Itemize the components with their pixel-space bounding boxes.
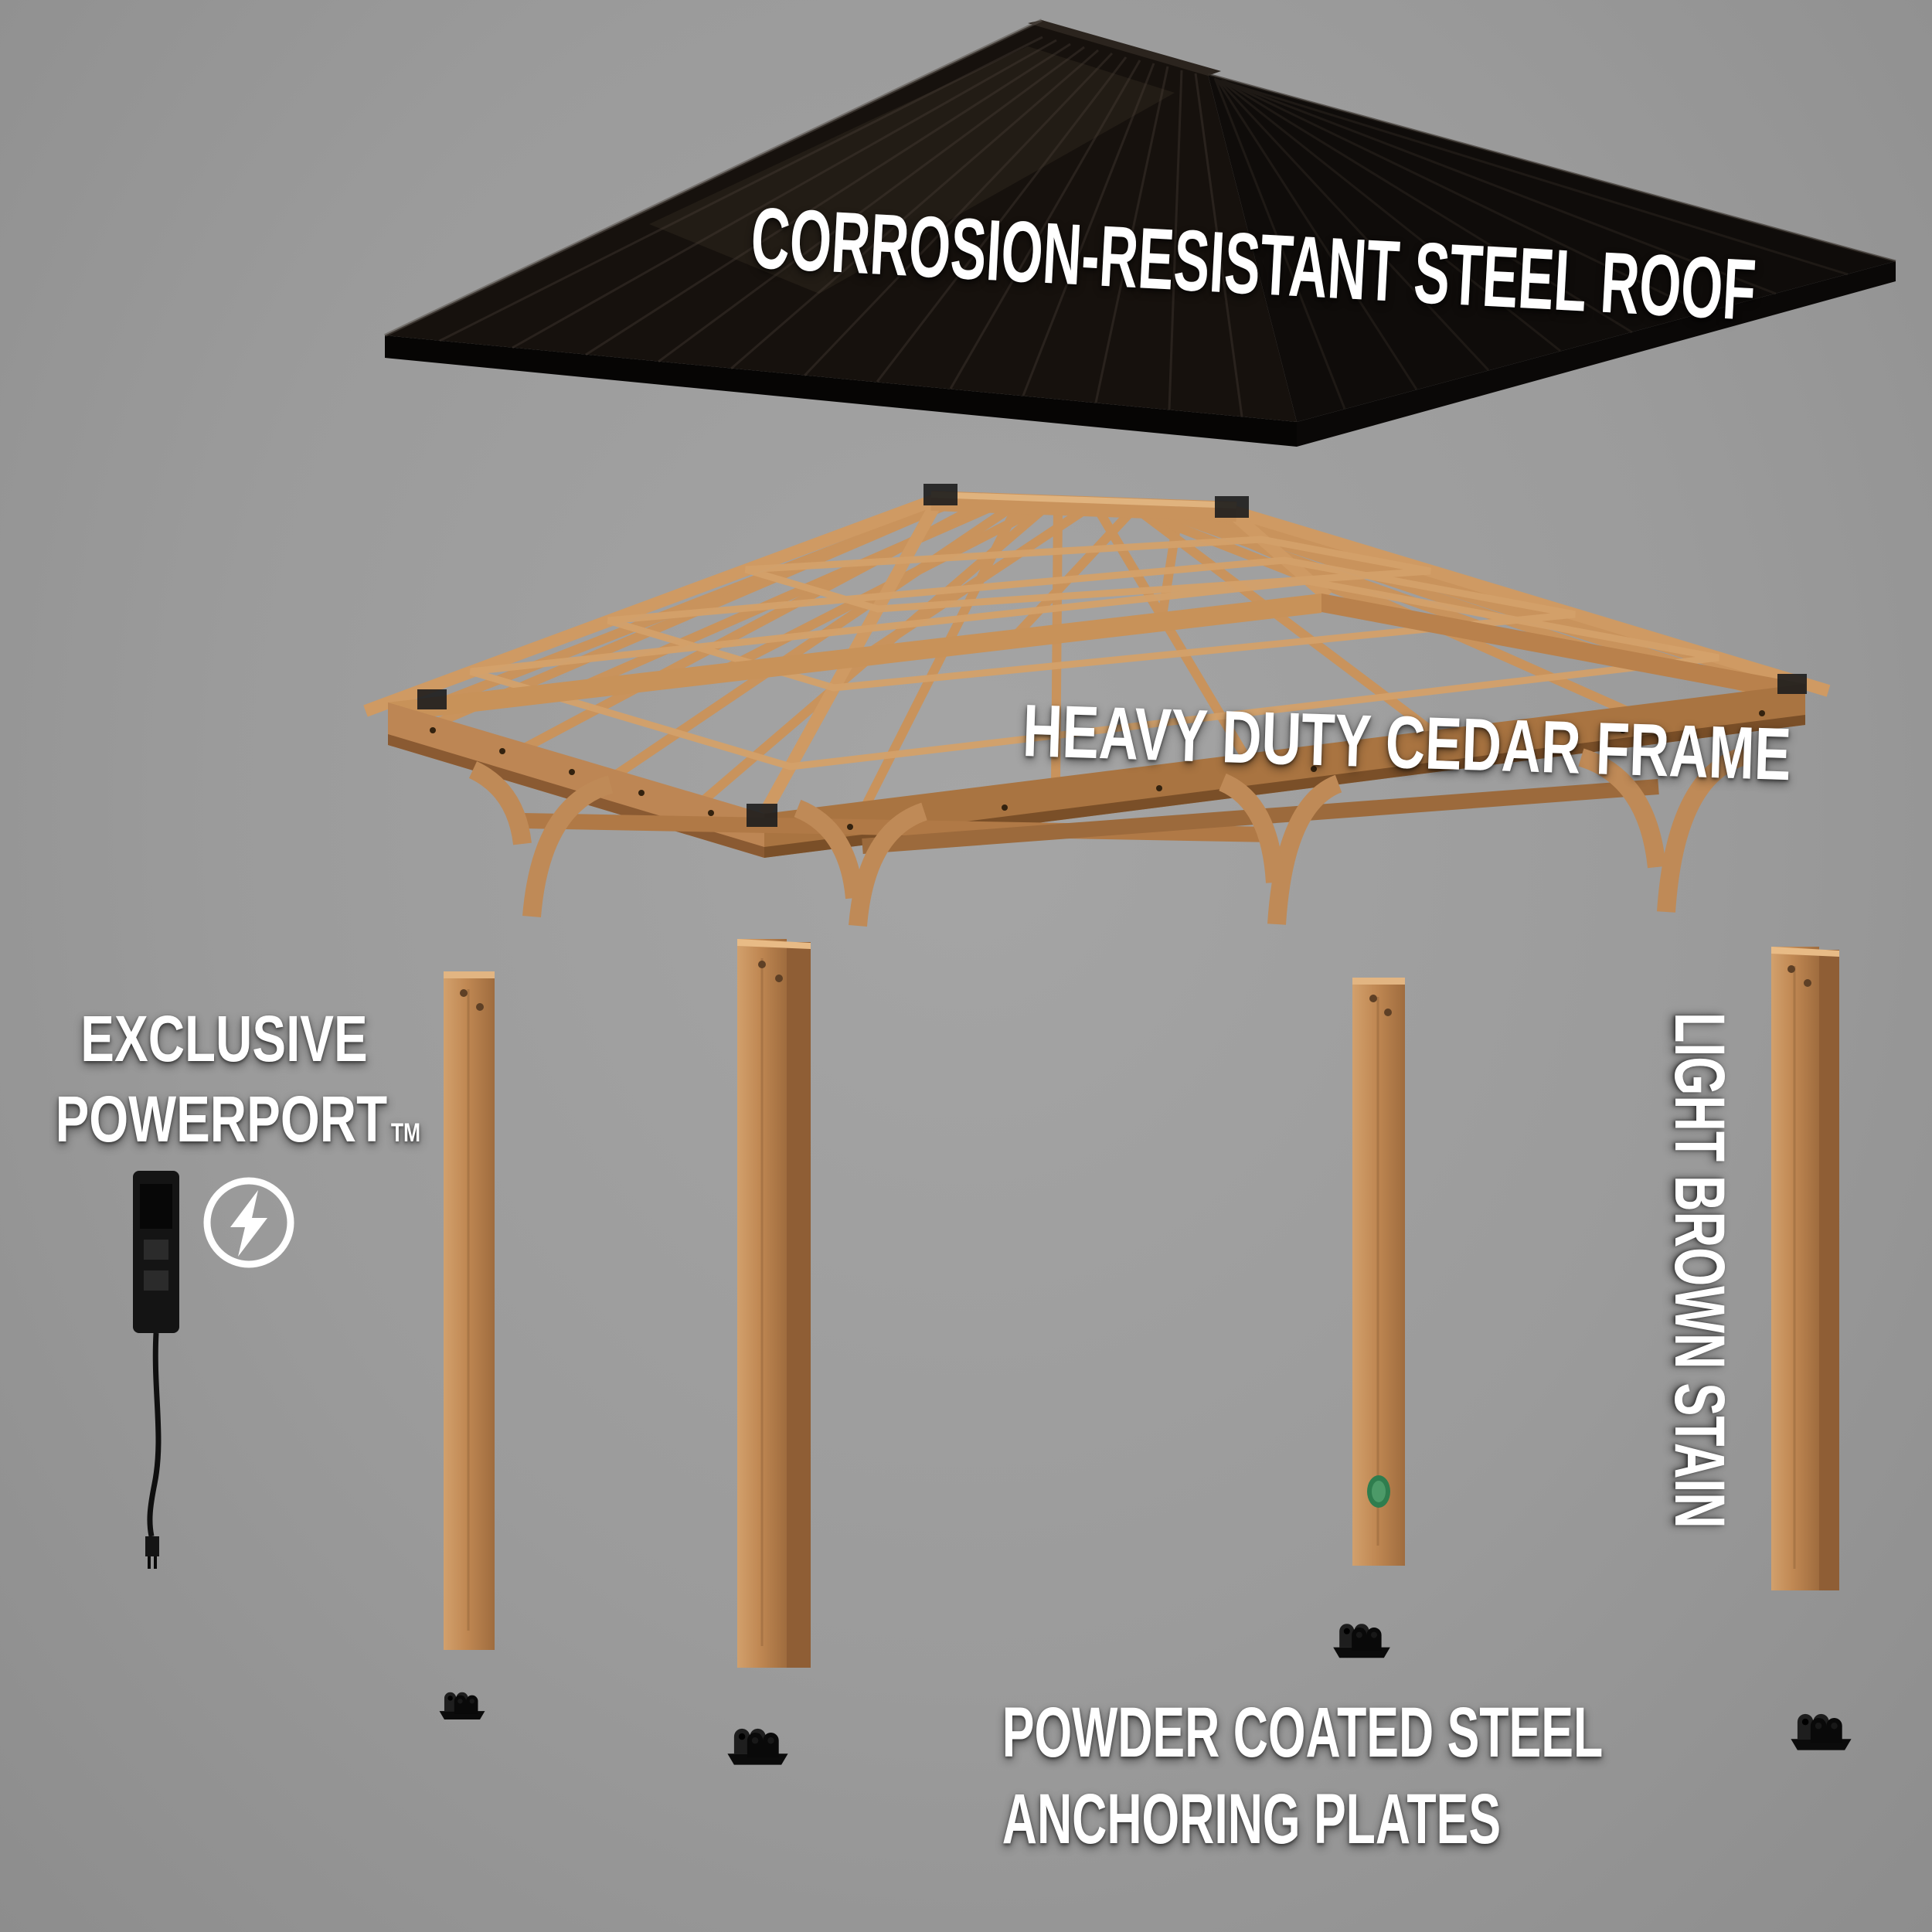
- brand-badge: [1367, 1475, 1390, 1508]
- anchor-plate-4: [1791, 1713, 1852, 1750]
- eave-beam-back-right: [1321, 594, 1805, 702]
- power-plug: [145, 1536, 159, 1556]
- ridge-beam: [930, 491, 1237, 522]
- wood-post-2: [737, 939, 811, 1668]
- anchor-plate-1: [439, 1692, 485, 1719]
- anchor-plate-3: [1333, 1624, 1390, 1658]
- wood-post-3: [1352, 978, 1405, 1566]
- anchors-label: POWDER COATED STEEL ANCHORING PLATES: [1002, 1689, 1604, 1862]
- anchors-label-line1: POWDER COATED STEEL: [1002, 1693, 1604, 1772]
- ridge-highlight: [930, 492, 1237, 509]
- powerport-lightning-icon: [203, 1177, 294, 1268]
- trademark-symbol: TM: [390, 1118, 421, 1148]
- wood-post-4: [1771, 947, 1839, 1590]
- roof-seams-right: [1213, 77, 1849, 410]
- eave-beam-back-left: [388, 594, 1321, 722]
- powerport-label-line1: EXCLUSIVE: [80, 1002, 368, 1075]
- fascia-screws: [430, 710, 1765, 830]
- powerport-name: POWERPORT: [55, 1083, 388, 1156]
- knee-braces: [468, 747, 1748, 927]
- wood-posts: [444, 939, 1839, 1668]
- steel-roof: [384, 19, 1896, 447]
- anchors-label-line2: ANCHORING PLATES: [1002, 1780, 1502, 1859]
- frame-metal-plates: [417, 484, 1807, 827]
- stain-label: LIGHT BROWN STAIN: [1660, 1012, 1739, 1529]
- power-cord: [147, 1332, 162, 1537]
- roof-seams-left: [439, 36, 1243, 417]
- wood-post-1: [444, 971, 495, 1650]
- anchor-plate-2: [727, 1728, 788, 1765]
- cedar-frame: [363, 484, 1831, 927]
- powerport-device: [133, 1171, 179, 1569]
- fascia-front-right-shadow: [764, 715, 1805, 858]
